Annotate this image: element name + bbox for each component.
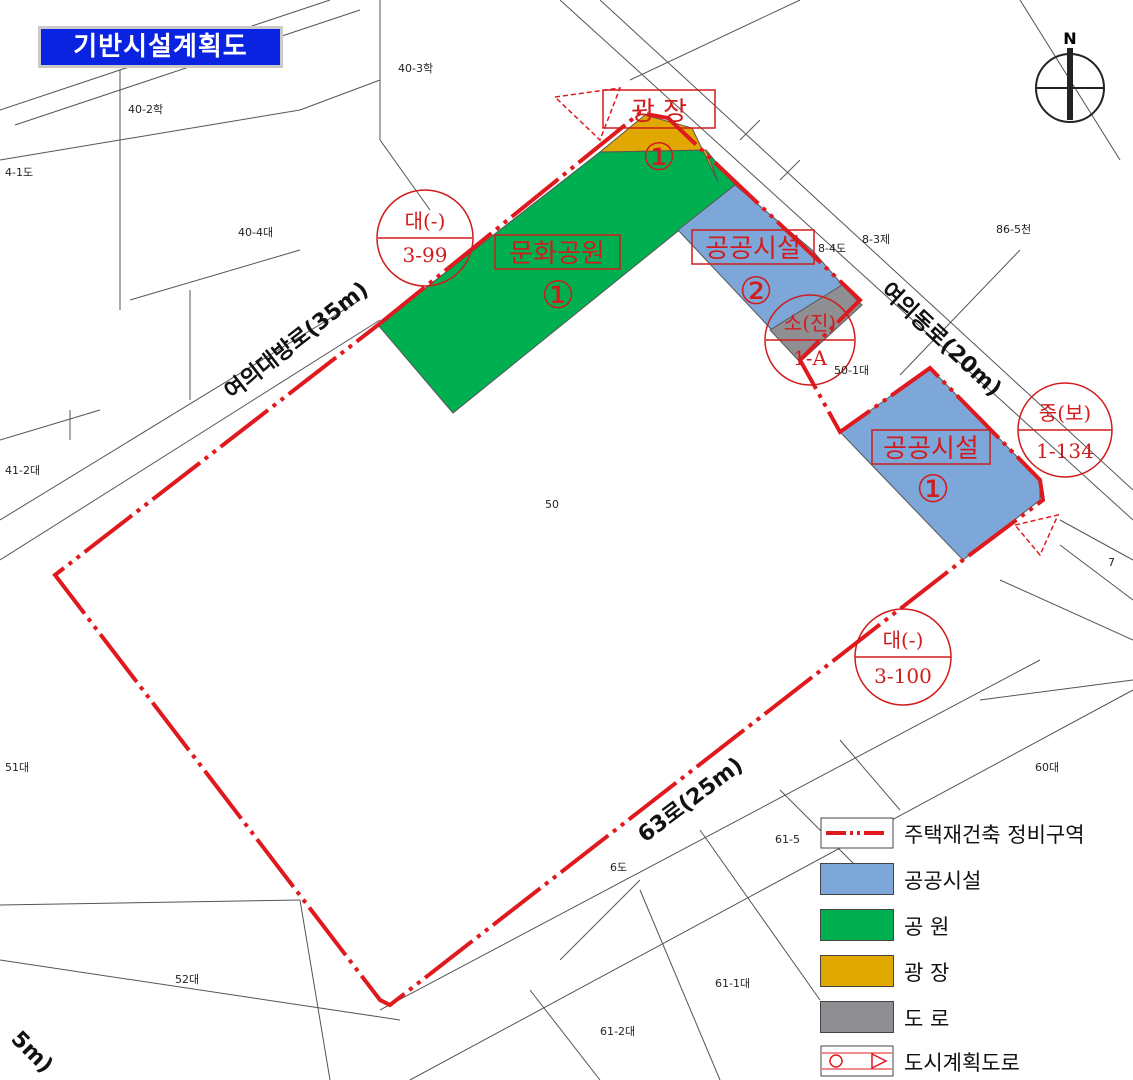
road-label-corner: 5m) bbox=[6, 1027, 58, 1079]
legend-item-plaza: 광 장 bbox=[820, 953, 1130, 989]
legend-label-boundary: 주택재건축 정비구역 bbox=[904, 823, 1085, 847]
svg-text:60대: 60대 bbox=[1035, 761, 1059, 774]
svg-text:52대: 52대 bbox=[175, 973, 199, 986]
svg-text:86-5천: 86-5천 bbox=[996, 222, 1031, 236]
road-area bbox=[769, 284, 863, 363]
plaza-label-text: 광 장 bbox=[631, 97, 687, 127]
road-circle-1-a: 소(진) 1-A bbox=[764, 294, 856, 386]
legend-label-plaza: 광 장 bbox=[904, 961, 950, 985]
legend-swatch-road bbox=[820, 1001, 894, 1033]
svg-text:1-A: 1-A bbox=[793, 346, 827, 370]
svg-text:3-100: 3-100 bbox=[874, 664, 932, 688]
svg-text:40-3학: 40-3학 bbox=[398, 62, 433, 75]
culture-park-number: ① bbox=[541, 273, 575, 317]
legend-swatch-public bbox=[820, 863, 894, 895]
legend-swatch-planned-road bbox=[820, 1045, 894, 1077]
legend-item-planned-road: 도시계획도로 bbox=[820, 1043, 1130, 1079]
public-facility-1-label-text: 공공시설 bbox=[883, 434, 979, 464]
plaza-number: ① bbox=[642, 135, 676, 179]
svg-text:6도: 6도 bbox=[610, 861, 627, 874]
svg-text:4-1도: 4-1도 bbox=[5, 166, 33, 179]
svg-text:51대: 51대 bbox=[5, 761, 29, 774]
north-label: N bbox=[1063, 29, 1076, 48]
svg-text:40-4대: 40-4대 bbox=[238, 226, 273, 239]
legend-item-boundary: 주택재건축 정비구역 bbox=[820, 815, 1130, 851]
public-facility-2-number: ② bbox=[739, 269, 773, 313]
svg-text:41-2대: 41-2대 bbox=[5, 464, 40, 477]
svg-text:50-1대: 50-1대 bbox=[834, 364, 869, 377]
public-facility-1-number: ① bbox=[916, 467, 950, 511]
culture-park-label-text: 문화공원 bbox=[509, 239, 605, 269]
legend-label-planned-road: 도시계획도로 bbox=[904, 1051, 1020, 1075]
legend-swatch-park bbox=[820, 909, 894, 941]
road-circle-1-134: 중(보) 1-134 bbox=[1017, 382, 1113, 478]
svg-text:8-4도: 8-4도 bbox=[818, 242, 846, 255]
map-title: 기반시설계획도 bbox=[38, 26, 283, 68]
road-circle-3-100: 대(-) 3-100 bbox=[854, 608, 952, 706]
public-facility-2-label-text: 공공시설 bbox=[705, 234, 801, 264]
legend-item-road: 도 로 bbox=[820, 999, 1130, 1035]
svg-text:1-134: 1-134 bbox=[1036, 439, 1094, 463]
svg-text:소(진): 소(진) bbox=[784, 311, 836, 335]
svg-text:7: 7 bbox=[1108, 556, 1115, 569]
plaza-area bbox=[598, 114, 719, 183]
public-facility-2-label: 공공시설 ② bbox=[691, 229, 815, 313]
svg-text:대(-): 대(-) bbox=[405, 209, 446, 233]
svg-text:40-2학: 40-2학 bbox=[128, 103, 163, 116]
planned-road-marker-right bbox=[1013, 513, 1060, 557]
legend-label-road: 도 로 bbox=[904, 1007, 950, 1031]
culture-park-label: 문화공원 ① bbox=[494, 234, 621, 317]
svg-text:중(보): 중(보) bbox=[1039, 401, 1091, 425]
plaza-label: 광 장 ① bbox=[602, 89, 716, 179]
road-circle-3-99: 대(-) 3-99 bbox=[376, 189, 474, 287]
svg-text:61-1대: 61-1대 bbox=[715, 977, 750, 990]
lot-numbers: 40-3학 40-2학 4-1도 40-4대 8-4도 8-3제 86-5천 5… bbox=[5, 62, 1115, 1038]
svg-text:3-99: 3-99 bbox=[403, 243, 448, 267]
legend-swatch-plaza bbox=[820, 955, 894, 987]
legend-item-park: 공 원 bbox=[820, 907, 1130, 943]
redevelopment-boundary bbox=[52, 110, 1046, 1008]
svg-text:50: 50 bbox=[545, 498, 559, 511]
legend-label-public: 공공시설 bbox=[904, 869, 982, 893]
svg-text:대(-): 대(-) bbox=[883, 628, 924, 652]
svg-text:61-2대: 61-2대 bbox=[600, 1025, 635, 1038]
public-facility-1-label: 공공시설 ① bbox=[871, 429, 991, 511]
svg-text:61-5: 61-5 bbox=[775, 833, 800, 846]
planned-road-marker-top bbox=[553, 87, 622, 142]
svg-text:8-3제: 8-3제 bbox=[862, 233, 890, 246]
legend-label-park: 공 원 bbox=[904, 915, 950, 939]
legend-swatch-boundary bbox=[820, 817, 894, 849]
legend-item-public: 공공시설 bbox=[820, 861, 1130, 897]
north-arrow-icon: N bbox=[1035, 29, 1105, 123]
